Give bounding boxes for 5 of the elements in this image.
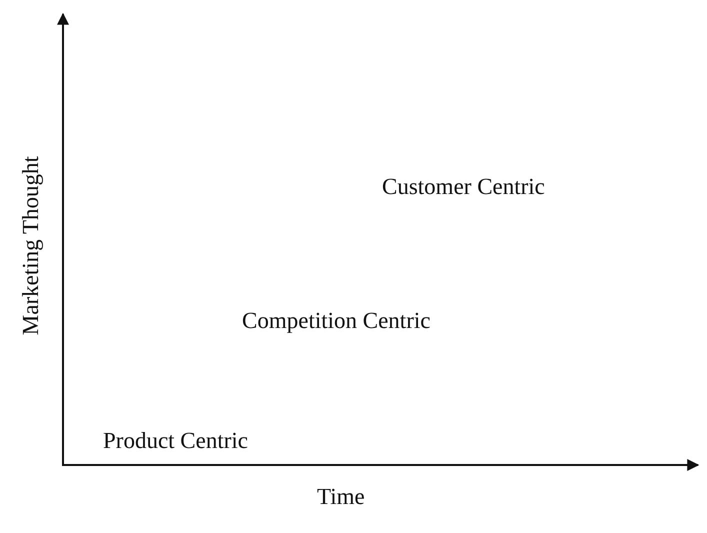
axis-label: Marketing Thought — [17, 156, 43, 335]
axis-label: Time — [317, 484, 365, 510]
stage-label: Competition Centric — [242, 308, 430, 334]
stage-label: Product Centric — [103, 428, 248, 454]
stage-label: Customer Centric — [382, 174, 545, 200]
